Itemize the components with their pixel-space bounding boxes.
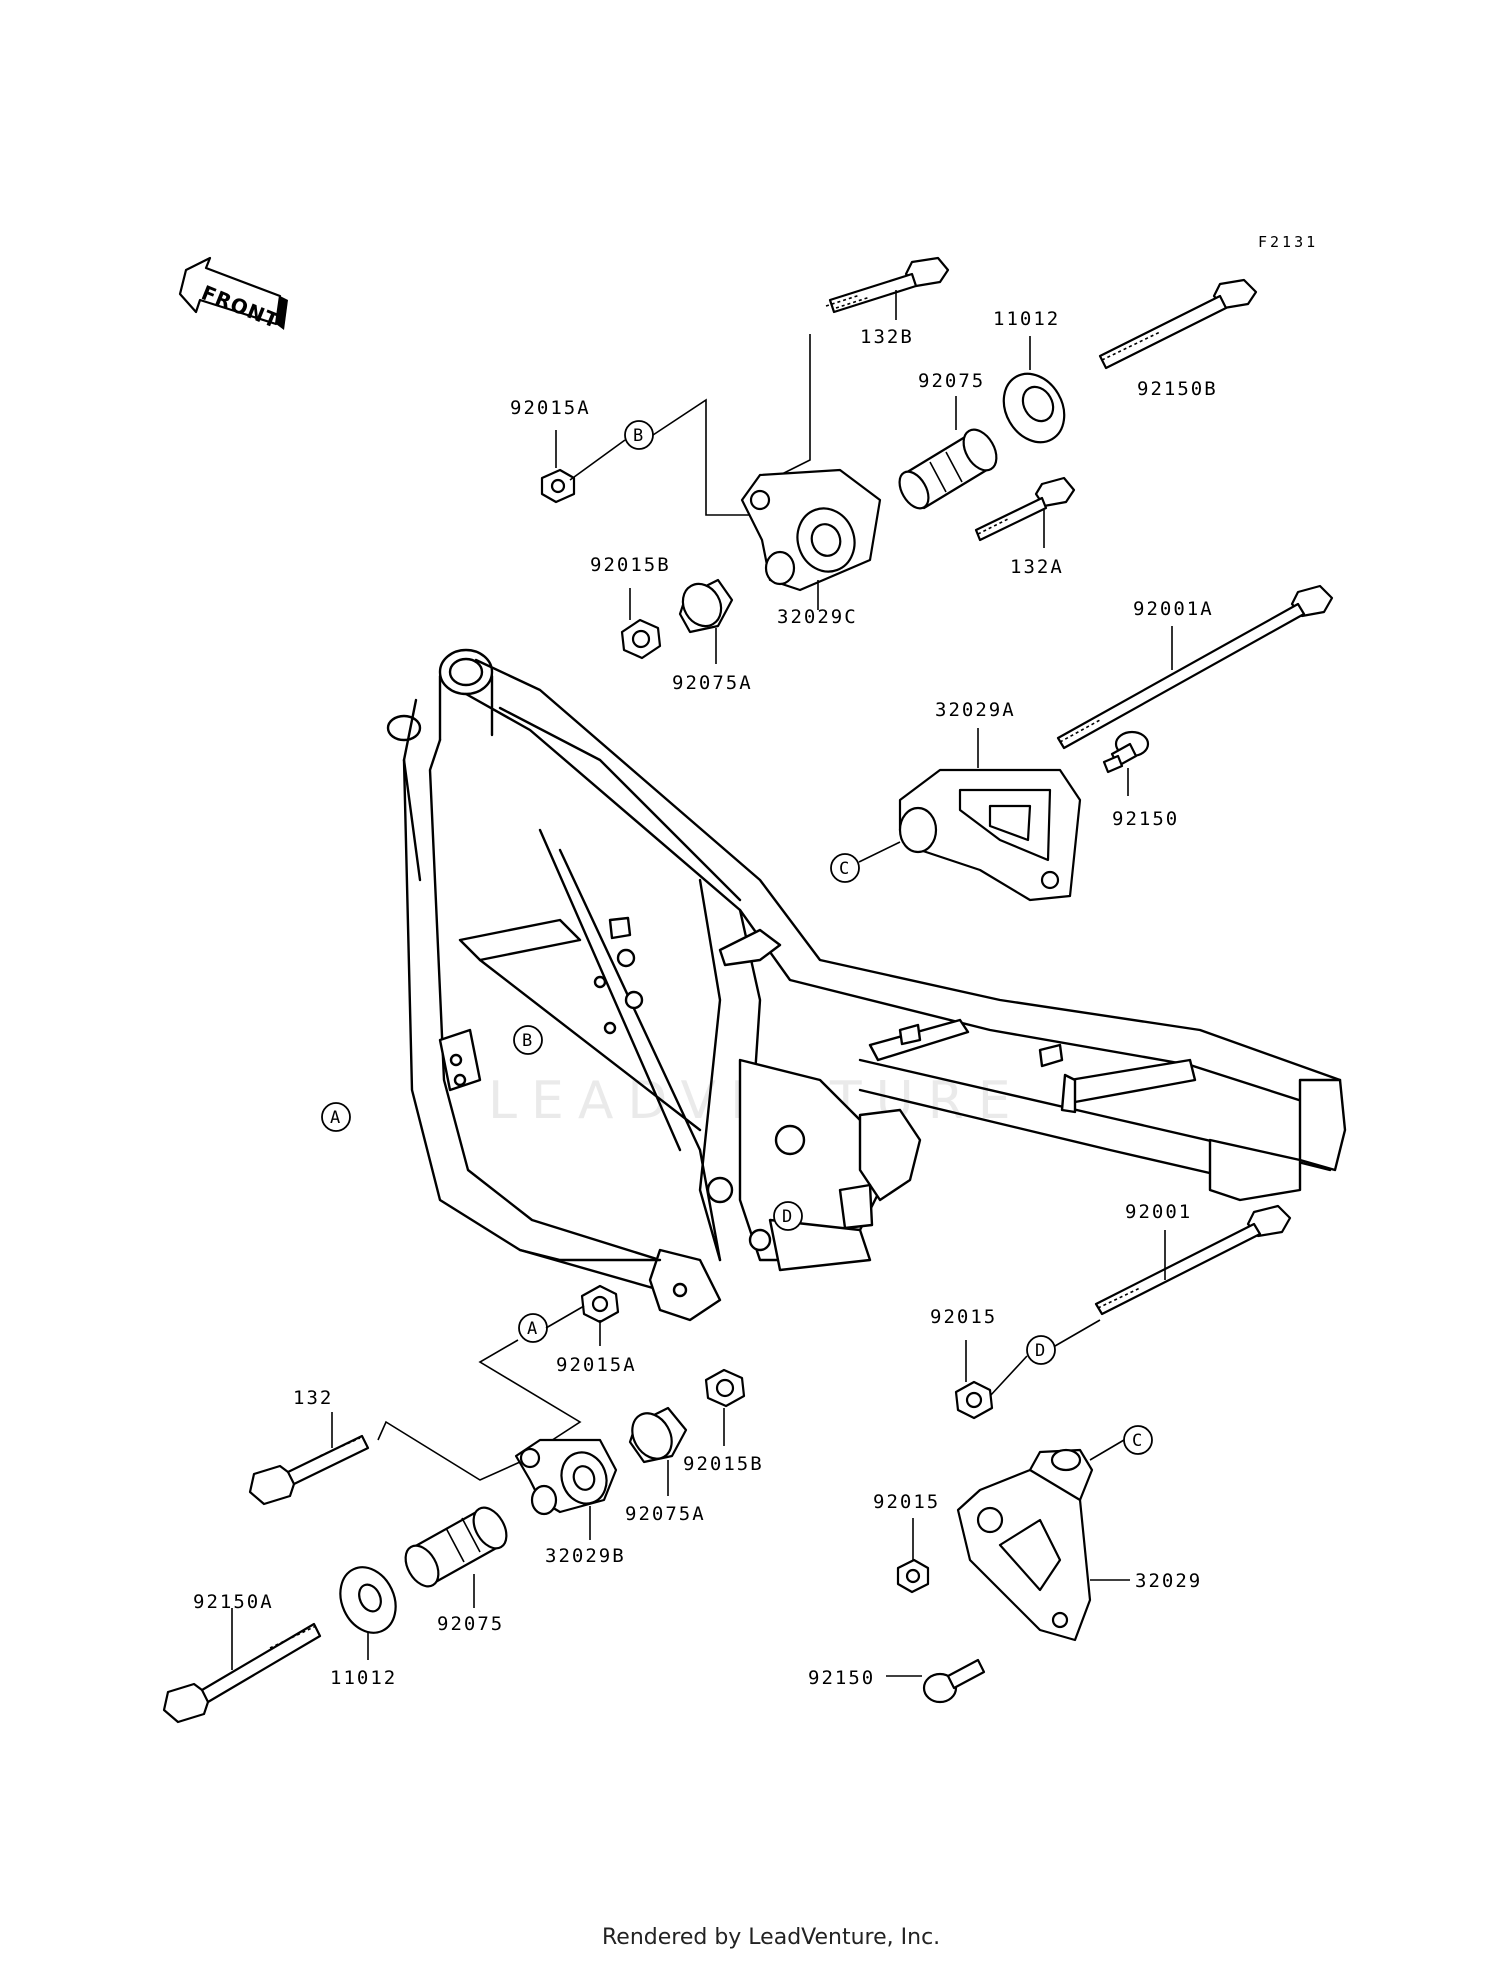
svg-text:D: D xyxy=(1035,1341,1045,1361)
bolt-132a-icon xyxy=(974,476,1076,542)
footer-credit: Rendered by LeadVenture, Inc. xyxy=(602,1925,940,1950)
label-132b: 132B xyxy=(860,326,914,348)
label-11012-bottom: 11012 xyxy=(330,1667,397,1689)
diagram-code: F2131 xyxy=(1258,233,1318,251)
label-92150-bottom: 92150 xyxy=(808,1667,875,1689)
label-32029c: 32029C xyxy=(777,606,858,628)
label-92150a: 92150A xyxy=(193,1591,274,1613)
label-92015b-bottom: 92015B xyxy=(683,1453,764,1475)
nut-92015b-top-icon xyxy=(620,618,662,660)
label-92015b-top: 92015B xyxy=(590,554,671,576)
callout-c-bottom: C xyxy=(1123,1425,1153,1455)
label-92001a: 92001A xyxy=(1133,598,1214,620)
bracket-32029a-icon xyxy=(898,768,1082,902)
bolt-92001a-icon xyxy=(1056,584,1334,750)
svg-text:A: A xyxy=(330,1108,340,1128)
callout-b-top: B xyxy=(624,420,654,450)
callout-b-frame: B xyxy=(513,1025,543,1055)
bushing-92075-bottom-icon xyxy=(404,1506,508,1588)
label-92150b: 92150B xyxy=(1137,378,1218,400)
callout-a-bottom: A xyxy=(518,1313,548,1343)
svg-text:D: D xyxy=(782,1207,792,1227)
svg-text:B: B xyxy=(633,426,643,446)
svg-text:C: C xyxy=(839,859,849,879)
label-92015-bottom: 92015 xyxy=(873,1491,940,1513)
bolt-92001-icon xyxy=(1094,1204,1292,1316)
bracket-32029b-icon xyxy=(514,1438,618,1516)
bolt-132b-icon xyxy=(825,256,950,314)
bushing-92075-top-icon xyxy=(898,428,998,510)
svg-text:B: B xyxy=(522,1031,532,1051)
svg-text:A: A xyxy=(527,1319,537,1339)
bolt-92150-bottom-icon xyxy=(922,1658,986,1704)
label-132: 132 xyxy=(293,1387,333,1409)
label-32029: 32029 xyxy=(1135,1570,1202,1592)
bolt-92150-top-icon xyxy=(1102,730,1150,774)
nut-92015-right-icon xyxy=(954,1380,994,1420)
label-92150-top: 92150 xyxy=(1112,808,1179,830)
motorcycle-frame xyxy=(386,648,1347,1322)
label-92015-right: 92015 xyxy=(930,1306,997,1328)
callout-d-frame: D xyxy=(773,1201,803,1231)
nut-92015b-bottom-icon xyxy=(704,1368,746,1408)
label-32029b: 32029B xyxy=(545,1545,626,1567)
bolt-132-icon xyxy=(248,1434,370,1506)
label-92075a-top: 92075A xyxy=(672,672,753,694)
label-11012-top: 11012 xyxy=(993,308,1060,330)
nut-92015a-bottom-icon xyxy=(580,1284,620,1324)
label-132a: 132A xyxy=(1010,556,1064,578)
label-92075-bottom: 92075 xyxy=(437,1613,504,1635)
label-92075a-bottom: 92075A xyxy=(625,1503,706,1525)
callout-c-top: C xyxy=(830,853,860,883)
svg-text:C: C xyxy=(1132,1431,1142,1451)
nut-92015a-top-icon xyxy=(540,468,576,504)
bolt-92150a-icon xyxy=(162,1622,322,1724)
nut-92015-bottom-icon xyxy=(896,1558,930,1594)
label-32029a: 32029A xyxy=(935,699,1016,721)
front-arrow-icon: FRONT xyxy=(178,256,288,333)
label-92001: 92001 xyxy=(1125,1201,1192,1223)
callout-a-frame: A xyxy=(321,1102,351,1132)
label-92015a-top: 92015A xyxy=(510,397,591,419)
label-92075-top: 92075 xyxy=(918,370,985,392)
bracket-32029c-icon xyxy=(740,468,882,592)
washer-11012-top-icon xyxy=(1002,372,1066,444)
bracket-32029-icon xyxy=(956,1448,1094,1642)
bushing-92075a-bottom-icon xyxy=(628,1406,688,1464)
washer-11012-bottom-icon xyxy=(339,1566,397,1634)
bolt-92150b-icon xyxy=(1098,278,1258,370)
bushing-92075a-top-icon xyxy=(678,578,734,634)
label-92015a-bottom: 92015A xyxy=(556,1354,637,1376)
callout-d-right: D xyxy=(1026,1335,1056,1365)
